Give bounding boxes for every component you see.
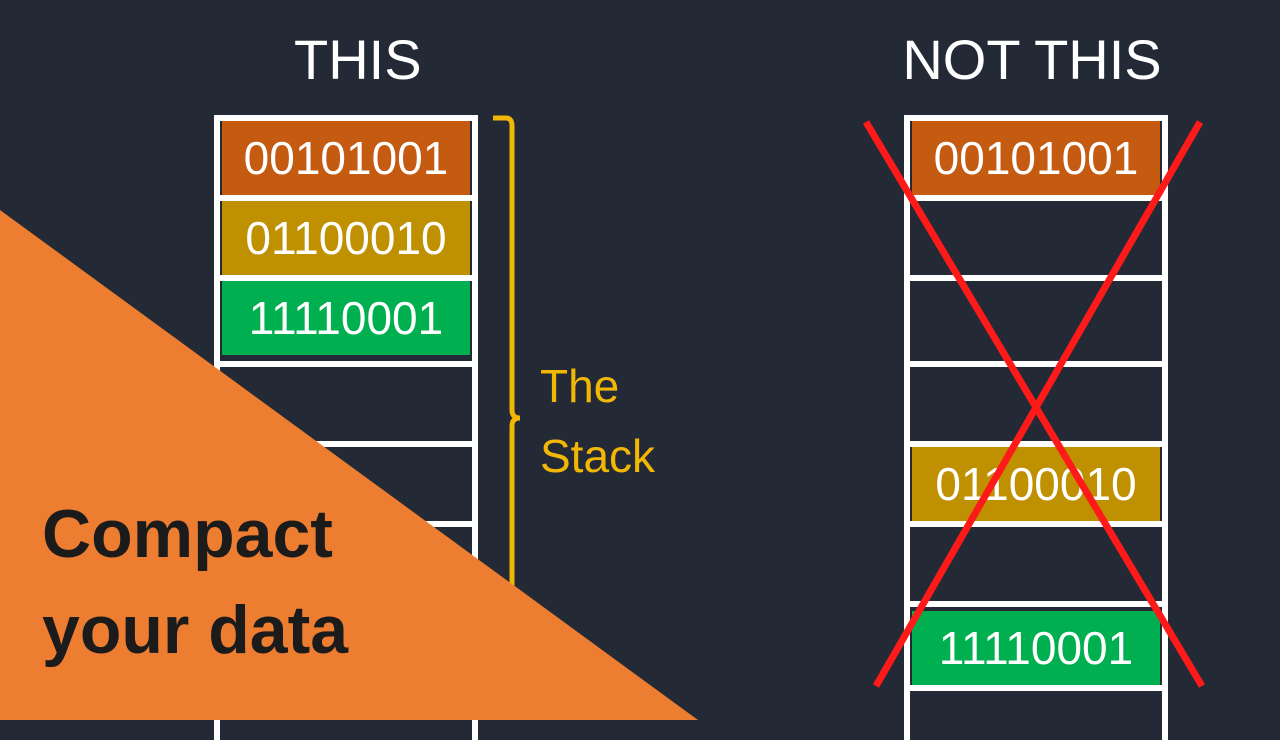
stack-top-border	[904, 115, 1168, 121]
cell-divider	[220, 441, 472, 447]
cell-divider	[910, 521, 1162, 527]
cell-divider	[910, 441, 1162, 447]
stack-cell-byte-2: 01100010	[222, 201, 470, 275]
cell-divider	[910, 195, 1162, 201]
cell-divider	[220, 195, 472, 201]
stack-cell-byte-3: 11110001	[222, 281, 470, 355]
banner-title-line-1: Compact	[42, 496, 333, 572]
cell-divider	[910, 361, 1162, 367]
stack-label-line-2: Stack	[540, 430, 656, 482]
cell-divider	[910, 601, 1162, 607]
stack-label-line-1: The	[540, 360, 620, 412]
orange-banner-shape	[0, 210, 698, 720]
stack-cell-empty	[912, 281, 1160, 355]
cell-divider	[910, 275, 1162, 281]
stack-cell-byte-1: 00101001	[912, 121, 1160, 195]
heading-this: THIS	[294, 28, 422, 91]
heading-not-this: NOT THIS	[902, 28, 1162, 91]
cell-divider	[220, 361, 472, 367]
stack-cell-byte-2: 01100010	[912, 447, 1160, 521]
cell-divider	[220, 275, 472, 281]
red-cross-icon	[862, 120, 1206, 688]
stack-fragmented: 00101001 01100010 11110001	[904, 115, 1168, 740]
cell-divider	[910, 685, 1162, 691]
stack-cell-byte-1: 00101001	[222, 121, 470, 195]
stack-cell-byte-3: 11110001	[912, 611, 1160, 685]
curly-brace-icon	[493, 115, 521, 592]
stack-top-border	[214, 115, 478, 121]
banner-title-line-2: your data	[42, 592, 349, 668]
